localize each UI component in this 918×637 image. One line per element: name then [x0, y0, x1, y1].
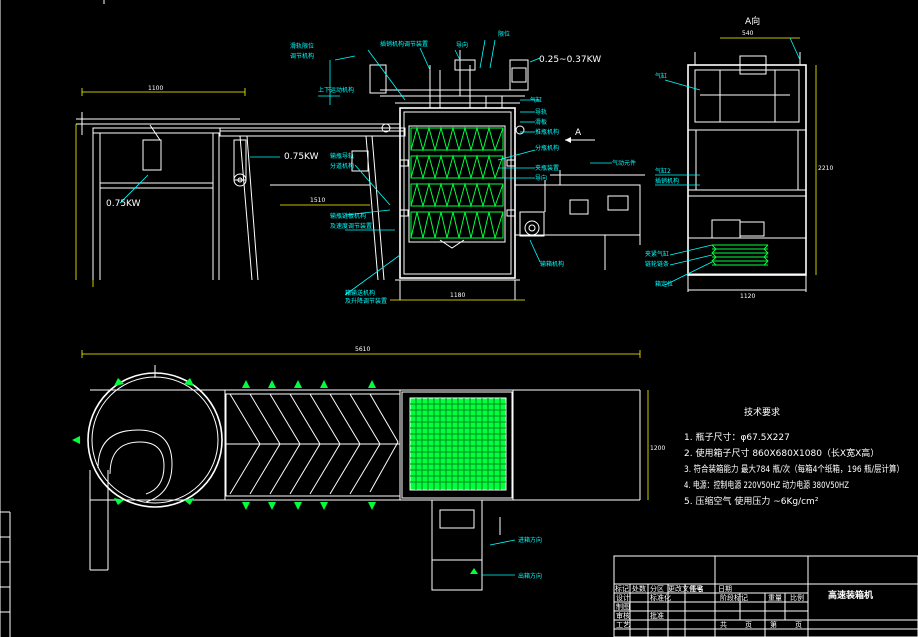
front-view	[76, 50, 645, 300]
tb-header-mark: 标记	[615, 584, 629, 593]
tech-item-5: 5. 压缩空气 使用压力 ~6Kg/cm²	[684, 495, 819, 507]
tb-scale: 比例	[790, 593, 804, 602]
title-block: 标记 处数 分区 更改文件号 签名 日期 设计 制图 审核 工艺 标准化 批准 …	[613, 555, 918, 637]
svg-text:导向: 导向	[535, 174, 547, 182]
svg-text:气缸2: 气缸2	[655, 167, 671, 175]
tb-total: 共	[720, 620, 727, 629]
plan-pins	[242, 380, 376, 510]
tb-page2: 页	[795, 621, 802, 629]
svg-text:导轨: 导轨	[535, 108, 547, 116]
middle-motor-label: 0.75KW	[284, 152, 319, 162]
svg-text:分瓶机构: 分瓶机构	[535, 144, 559, 152]
svg-text:箱输送机构: 箱输送机构	[345, 289, 375, 297]
tech-heading: 技术要求	[744, 406, 780, 418]
side-stack-hatch	[711, 244, 769, 266]
tb-row-draw: 制图	[616, 602, 630, 611]
svg-text:上下运动机构: 上下运动机构	[318, 86, 354, 94]
svg-text:导向: 导向	[456, 41, 468, 49]
tb-header-count: 处数	[632, 584, 646, 593]
plan-conveyor-hatch	[225, 393, 401, 497]
front-grid-hatch	[410, 126, 504, 240]
svg-text:插销机构调节装置: 插销机构调节装置	[380, 40, 428, 48]
svg-text:滑板: 滑板	[535, 118, 547, 126]
tech-item-2: 2. 使用箱子尺寸 860X680X1080（长X宽X高）	[684, 447, 879, 459]
front-dimensions: 1100 1180 1510	[75, 85, 525, 301]
plan-bottle-grid	[409, 397, 507, 491]
svg-text:气缸: 气缸	[530, 96, 542, 104]
svg-text:推瓶机构: 推瓶机构	[535, 128, 559, 136]
svg-text:分道机构: 分道机构	[330, 162, 354, 170]
svg-text:调节机构: 调节机构	[290, 52, 314, 60]
side-view-a: A向 540 2210 1120	[645, 15, 833, 300]
front-annotations: 滑轨限位 调节机构 上下运动机构 插销机构调节装置 导向 限位 气缸 导轨 滑板…	[106, 30, 636, 305]
tb-header-zone: 分区	[650, 584, 664, 593]
svg-text:气动元件: 气动元件	[612, 159, 636, 167]
tech-item-3: 3. 符合装箱能力 最大784 瓶/次（每箱4个纸箱，196 瓶/层计算）	[684, 463, 904, 475]
svg-text:出箱方向: 出箱方向	[518, 572, 542, 580]
svg-text:1510: 1510	[310, 197, 325, 204]
svg-text:540: 540	[742, 30, 754, 37]
svg-text:1120: 1120	[740, 293, 755, 300]
tb-row-process: 工艺	[616, 621, 630, 629]
tech-item-4: 4. 电源：控制电源 220V50HZ 动力电源 380V50HZ	[684, 479, 849, 491]
svg-text:5610: 5610	[355, 346, 370, 353]
tb-approve: 批准	[650, 611, 664, 620]
svg-text:及升降调节装置: 及升降调节装置	[345, 297, 387, 305]
svg-text:夹紧气缸: 夹紧气缸	[645, 250, 669, 258]
svg-text:及速度调节装置: 及速度调节装置	[330, 222, 372, 230]
tech-requirements: 技术要求 1. 瓶子尺寸：φ67.5X227 2. 使用箱子尺寸 860X680…	[684, 406, 904, 507]
left-motor-label: 0.75KW	[106, 199, 141, 209]
drawing-frame	[0, 0, 105, 637]
arrow-a-label: A	[575, 128, 582, 138]
svg-text:1180: 1180	[450, 292, 465, 299]
tb-stage: 阶段标记	[720, 593, 748, 602]
tb-header-date: 日期	[718, 585, 732, 593]
svg-text:输瓶导轨: 输瓶导轨	[330, 152, 354, 160]
tb-header-sign: 签名	[690, 584, 704, 593]
svg-text:2210: 2210	[818, 165, 833, 172]
svg-text:气缸: 气缸	[655, 72, 667, 80]
svg-text:插销机构: 插销机构	[655, 177, 679, 185]
tb-row-design: 设计	[616, 593, 630, 602]
svg-text:夹瓶装置: 夹瓶装置	[535, 164, 559, 172]
side-view-label: A向	[745, 15, 760, 27]
svg-text:1100: 1100	[148, 85, 163, 92]
tb-row-check: 审核	[616, 611, 630, 620]
svg-text:输箱机构: 输箱机构	[540, 260, 564, 268]
tb-weight: 重量	[768, 594, 782, 602]
svg-text:进箱方向: 进箱方向	[518, 536, 542, 544]
svg-text:链轮链条: 链轮链条	[645, 260, 669, 268]
tech-item-1: 1. 瓶子尺寸：φ67.5X227	[684, 431, 790, 443]
svg-text:输瓶链板机构: 输瓶链板机构	[330, 212, 366, 220]
svg-text:限位: 限位	[498, 30, 510, 38]
plan-view: 5610 1200	[72, 346, 665, 591]
tb-nth: 第	[770, 620, 777, 629]
svg-text:滑轨限位: 滑轨限位	[290, 42, 314, 50]
tb-standard: 标准化	[650, 593, 671, 602]
svg-text:1200: 1200	[650, 445, 665, 452]
drawing-title: 高速装箱机	[828, 589, 873, 601]
top-motor-label: 0.25~0.37KW	[539, 55, 601, 65]
tb-page: 页	[745, 621, 752, 629]
svg-text:箱定位: 箱定位	[655, 280, 673, 288]
tb-header-doc: 更改文件号	[668, 584, 703, 593]
